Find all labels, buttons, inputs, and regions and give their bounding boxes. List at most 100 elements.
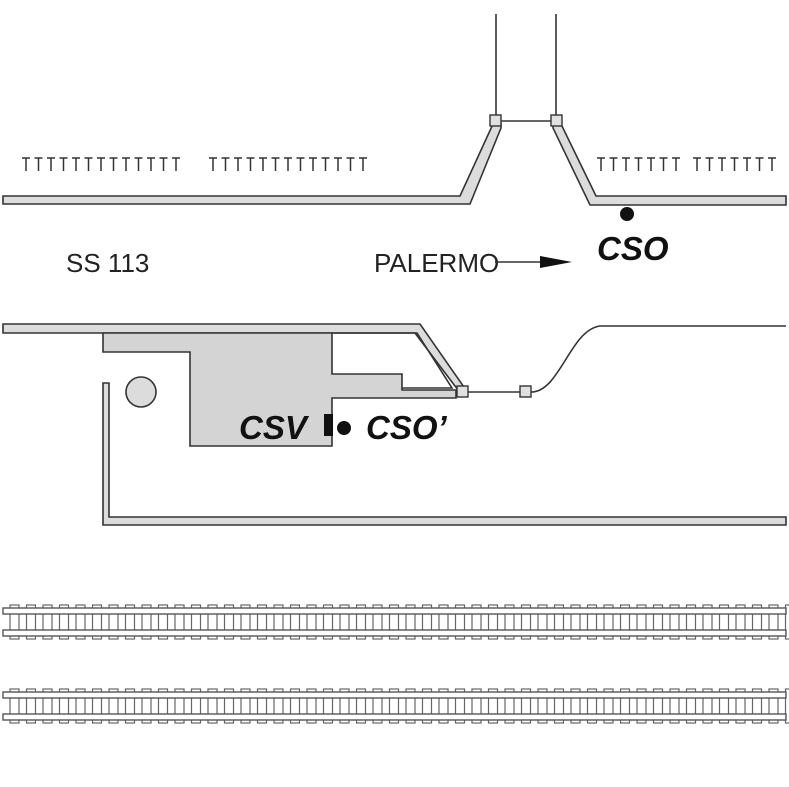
track-sleeper (9, 604, 20, 640)
track-sleeper (784, 604, 789, 640)
track-sleeper (75, 604, 86, 640)
track-sleeper (25, 604, 37, 640)
tree-icon (271, 157, 280, 171)
railway-track (2, 604, 789, 640)
track-sleeper (223, 604, 235, 640)
track-sleeper (784, 688, 789, 724)
cso-prime-marker (337, 421, 351, 435)
gate-post-right (550, 114, 563, 127)
track-sleeper (256, 688, 268, 724)
track-rail (2, 629, 787, 637)
tree-icon (159, 157, 168, 171)
tree-icon (768, 157, 776, 171)
track-sleeper (9, 688, 20, 724)
track-sleeper (256, 604, 268, 640)
tree-icon (72, 157, 80, 171)
track-sleeper (586, 688, 598, 724)
track-sleeper (240, 604, 251, 640)
track-sleeper (487, 688, 499, 724)
track-sleeper (735, 688, 746, 724)
track-sleeper (454, 688, 466, 724)
cso-prime-label: CSO’ (366, 409, 448, 446)
track-sleeper (421, 604, 433, 640)
tree-icon (296, 157, 305, 171)
track-sleeper (735, 604, 746, 640)
track-sleeper (75, 688, 86, 724)
tree-icon (284, 157, 292, 171)
tree-icon (259, 157, 267, 171)
track-sleeper (388, 604, 400, 640)
tree-icon (134, 157, 143, 171)
track-sleeper (586, 604, 598, 640)
tree-icon (122, 157, 130, 171)
track-sleeper (339, 688, 350, 724)
track-sleeper (124, 688, 136, 724)
track-sleeper (504, 604, 515, 640)
tree-icon (730, 157, 739, 171)
track-sleeper (636, 688, 647, 724)
direction-arrow-head (540, 256, 572, 268)
tree-icon (755, 157, 764, 171)
tree-icon (34, 157, 43, 171)
track-sleeper (504, 688, 515, 724)
track-sleeper (174, 688, 185, 724)
cso-marker (620, 207, 634, 221)
road-edge-top-right (552, 123, 787, 206)
tree-icon (97, 157, 105, 171)
track-sleeper (768, 688, 779, 724)
track-sleeper (108, 688, 119, 724)
gate-post-left (489, 114, 502, 127)
tree-icon (84, 157, 93, 171)
track-sleeper (751, 604, 763, 640)
tree-icon (47, 157, 55, 171)
tree-icon (622, 157, 630, 171)
track-sleeper (669, 604, 680, 640)
tree-icon (147, 157, 155, 171)
track-sleeper (553, 604, 565, 640)
track-sleeper (190, 604, 202, 640)
track-sleeper (685, 688, 697, 724)
tree-icon (321, 157, 330, 171)
track-sleeper (768, 604, 779, 640)
tree-icon (334, 157, 342, 171)
track-sleeper (207, 604, 218, 640)
track-sleeper (273, 688, 284, 724)
direction-label: PALERMO (374, 248, 499, 278)
track-sleeper (339, 604, 350, 640)
tree-icon (22, 157, 30, 171)
connector-curve (530, 325, 786, 393)
track-sleeper (207, 688, 218, 724)
tree-icon (221, 157, 230, 171)
track-sleeper (108, 604, 119, 640)
track-sleeper (91, 604, 103, 640)
track-rail (2, 607, 787, 615)
track-sleeper (685, 604, 697, 640)
track-sleeper (372, 604, 383, 640)
tree-icon (672, 157, 680, 171)
track-sleeper (471, 604, 482, 640)
tree-icon (693, 157, 701, 171)
track-sleeper (124, 604, 136, 640)
tree-icon (705, 157, 714, 171)
road-edge-top (2, 123, 502, 205)
track-sleeper (520, 604, 532, 640)
track-sleeper (42, 688, 53, 724)
track-sleeper (273, 604, 284, 640)
tree-icon (743, 157, 751, 171)
tree-icon (309, 157, 317, 171)
track-sleeper (438, 688, 449, 724)
track-sleeper (42, 604, 53, 640)
track-sleeper (25, 688, 37, 724)
track-sleeper (718, 604, 730, 640)
track-sleeper (669, 688, 680, 724)
track-sleeper (306, 688, 317, 724)
railway-track (2, 688, 789, 724)
track-sleeper (454, 604, 466, 640)
track-sleeper (520, 688, 532, 724)
tree-icon (359, 157, 367, 171)
track-rail (2, 691, 787, 699)
tree-icon (659, 157, 668, 171)
track-sleeper (289, 688, 301, 724)
tree-icon (209, 157, 217, 171)
track-sleeper (223, 688, 235, 724)
